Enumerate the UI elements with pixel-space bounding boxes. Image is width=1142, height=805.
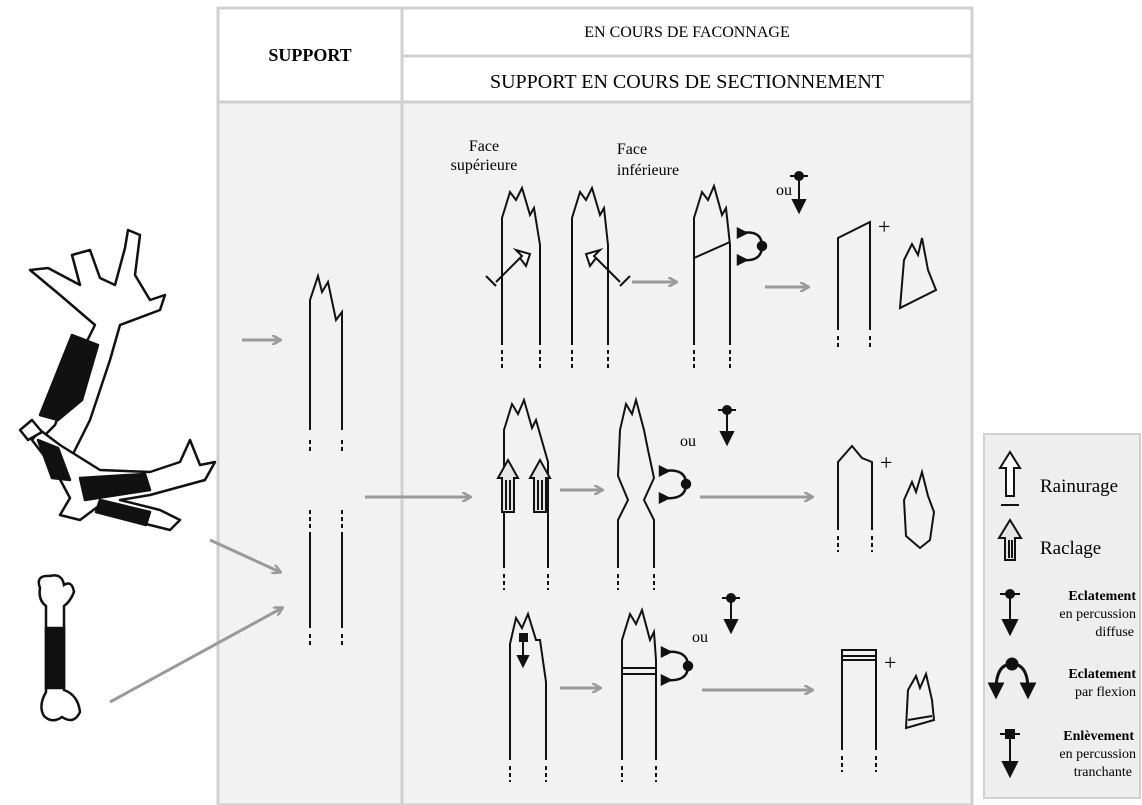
- row3-face-superieure: [509, 611, 547, 782]
- row1-flexion-icon: [736, 226, 768, 267]
- legend-eclatement-percussion-label: Eclatement en percussion diffuse: [1059, 589, 1136, 640]
- row1-plus: +: [878, 214, 890, 239]
- row3-arrows: [560, 688, 812, 690]
- legend-rainurage-icon: [998, 450, 1022, 506]
- legend-eclatement-flexion-icon: [987, 657, 1037, 700]
- svg-text:Eclatement: Eclatement: [1068, 589, 1136, 604]
- row1-arrows: [632, 282, 808, 287]
- row1-result: [837, 220, 938, 350]
- svg-text:supérieure: supérieure: [451, 157, 518, 174]
- panel-faconnage: [400, 6, 974, 805]
- svg-text:inférieure: inférieure: [617, 162, 679, 179]
- face-inferieure-label: Face inférieure: [617, 141, 679, 179]
- row1-ou: ou: [776, 182, 792, 199]
- row1-face-inferieure: [571, 185, 631, 368]
- header-sectionnement: SUPPORT EN COURS DE SECTIONNEMENT: [490, 71, 884, 93]
- panel-support: [216, 6, 404, 805]
- row3-plus: +: [884, 650, 896, 675]
- row2-percussion-icon: [718, 405, 736, 447]
- legend-raclage-label: Raclage: [1040, 538, 1101, 559]
- svg-text:diffuse: diffuse: [1095, 625, 1134, 640]
- face-superieure-label: Face supérieure: [451, 138, 518, 174]
- svg-text:Face: Face: [617, 141, 647, 158]
- antler-illustration: [18, 228, 217, 532]
- row1-sectioned-rod: [693, 182, 731, 368]
- legend-eclatement-flexion-label: Eclatement par flexion: [1068, 667, 1136, 700]
- row2-arrows: [560, 490, 812, 497]
- support-rod-upper: [309, 272, 343, 452]
- row2-grooved-rod: [616, 396, 656, 590]
- svg-text:Face: Face: [469, 138, 499, 155]
- row2-plus: +: [880, 450, 892, 475]
- row3-ou: ou: [692, 629, 708, 646]
- row3-result: [841, 649, 936, 772]
- row2-ou: ou: [680, 433, 696, 450]
- legend-raclage-icon: [997, 518, 1023, 561]
- row2-face-superieure: [496, 397, 552, 590]
- row1-face-superieure: [485, 185, 541, 368]
- svg-text:en percussion: en percussion: [1059, 747, 1136, 762]
- svg-text:par flexion: par flexion: [1075, 685, 1136, 700]
- svg-text:tranchante: tranchante: [1074, 765, 1132, 780]
- legend-enlevement-icon: [1000, 729, 1020, 779]
- legend-enlevement-label: Enlèvement en percussion tranchante: [1059, 729, 1136, 780]
- legend-eclatement-percussion-icon: [1000, 589, 1020, 637]
- support-rod-lower: [309, 510, 343, 648]
- row3-sectioned-rod: [621, 606, 657, 782]
- header-support: SUPPORT: [268, 45, 351, 65]
- arrows-to-support: [109, 340, 470, 704]
- header-faconnage: EN COURS DE FACONNAGE: [584, 24, 790, 41]
- row3-flexion-icon: [660, 645, 694, 687]
- row1-percussion-icon: [790, 171, 808, 215]
- bone-illustration: [37, 574, 82, 722]
- row2-result: [837, 444, 936, 552]
- row3-percussion-icon: [722, 593, 740, 635]
- svg-text:Enlèvement: Enlèvement: [1063, 729, 1134, 744]
- svg-text:Eclatement: Eclatement: [1068, 667, 1136, 682]
- svg-text:en percussion: en percussion: [1059, 607, 1136, 622]
- legend-rainurage-label: Rainurage: [1040, 476, 1118, 497]
- row2-flexion-icon: [658, 464, 692, 505]
